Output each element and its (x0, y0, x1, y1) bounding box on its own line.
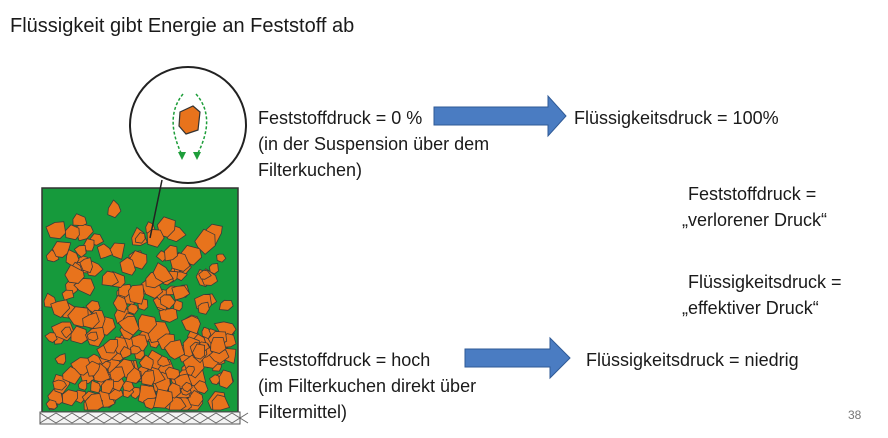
particle (187, 389, 204, 407)
particle (83, 238, 95, 252)
top-solid-pressure: Feststoffdruck = 0 % (258, 108, 423, 128)
particle (218, 369, 234, 389)
particle (64, 224, 80, 241)
particle (185, 365, 195, 376)
particle (86, 331, 99, 342)
particle (194, 228, 216, 255)
particle-layer (43, 199, 237, 411)
flow-arrows-icon (172, 93, 208, 156)
particle (84, 393, 104, 411)
particle (125, 366, 142, 384)
arrow-top-icon (433, 94, 567, 138)
particle (134, 232, 146, 244)
particle (112, 294, 128, 313)
particle (159, 294, 177, 310)
bottom-solid-note-1: (im Filterkuchen direkt über (258, 376, 477, 396)
particle (90, 379, 101, 394)
particle (52, 241, 72, 258)
particle (119, 345, 132, 359)
particle (109, 242, 126, 260)
particle (119, 257, 136, 276)
definition-solid-1: Feststoffdruck = (688, 184, 817, 204)
particle (208, 374, 221, 385)
particle (153, 388, 174, 409)
particle (173, 299, 183, 312)
particle (218, 299, 234, 311)
arrow-bottom-icon (464, 336, 571, 380)
top-solid-note-2: Filterkuchen) (258, 160, 363, 180)
particle (52, 379, 68, 391)
particle (191, 343, 206, 360)
particle (127, 303, 139, 315)
particle (64, 264, 85, 284)
particle (138, 314, 158, 334)
particle (180, 315, 201, 335)
top-liquid-pressure: Flüssigkeitsdruck = 100% (574, 108, 779, 128)
particle (60, 326, 73, 339)
particle (103, 339, 119, 354)
particle (108, 388, 124, 401)
bottom-liquid-pressure: Flüssigkeitsdruck = niedrig (586, 350, 799, 370)
slide-title: Flüssigkeit gibt Energie an Feststoff ab (10, 15, 355, 37)
particle (181, 381, 193, 393)
particle (62, 366, 82, 385)
magnified-particle-callout (129, 66, 247, 184)
bottom-solid-pressure: Feststoffdruck = hoch (258, 350, 431, 370)
particle (211, 394, 231, 411)
particle (109, 366, 126, 383)
particle (164, 244, 178, 262)
particle (117, 315, 140, 336)
particle (44, 332, 58, 343)
particle (79, 257, 93, 274)
particle (152, 262, 174, 283)
single-particle (178, 105, 201, 135)
particle (158, 307, 178, 323)
particle (107, 199, 122, 219)
filter-medium (39, 411, 249, 425)
particle (77, 379, 88, 391)
bottom-solid-note-2: Filtermittel) (258, 402, 347, 422)
definition-solid-2: „verlorener Druck“ (682, 210, 828, 230)
particle (157, 355, 171, 367)
particle (208, 263, 219, 275)
particle (61, 389, 78, 407)
definition-liquid-1: Flüssigkeitsdruck = (688, 272, 842, 292)
particle (72, 213, 88, 227)
particle (73, 244, 87, 258)
particle (45, 221, 67, 240)
particle (130, 345, 142, 355)
particle (61, 289, 75, 301)
particle (141, 370, 156, 387)
particle (216, 253, 227, 263)
particle (171, 285, 191, 301)
particle (96, 243, 115, 260)
particle (127, 284, 145, 305)
page-number: 38 (848, 408, 862, 422)
particle (101, 379, 115, 395)
particle (193, 380, 209, 394)
particle (163, 339, 186, 360)
particle (45, 399, 58, 410)
particle (50, 299, 71, 318)
particle (197, 301, 210, 315)
particle (54, 353, 67, 365)
particle (138, 354, 154, 371)
particle (85, 360, 101, 377)
flow-arrowhead-right (193, 152, 201, 160)
particle (70, 325, 88, 345)
zoom-connector-line (149, 179, 163, 239)
definition-liquid-2: „effektiver Druck“ (682, 298, 819, 318)
particle (101, 270, 119, 287)
particle (210, 337, 227, 354)
top-solid-note-1: (in der Suspension über dem (258, 134, 490, 154)
flow-arrowhead-left (178, 152, 186, 160)
particle (198, 269, 212, 280)
